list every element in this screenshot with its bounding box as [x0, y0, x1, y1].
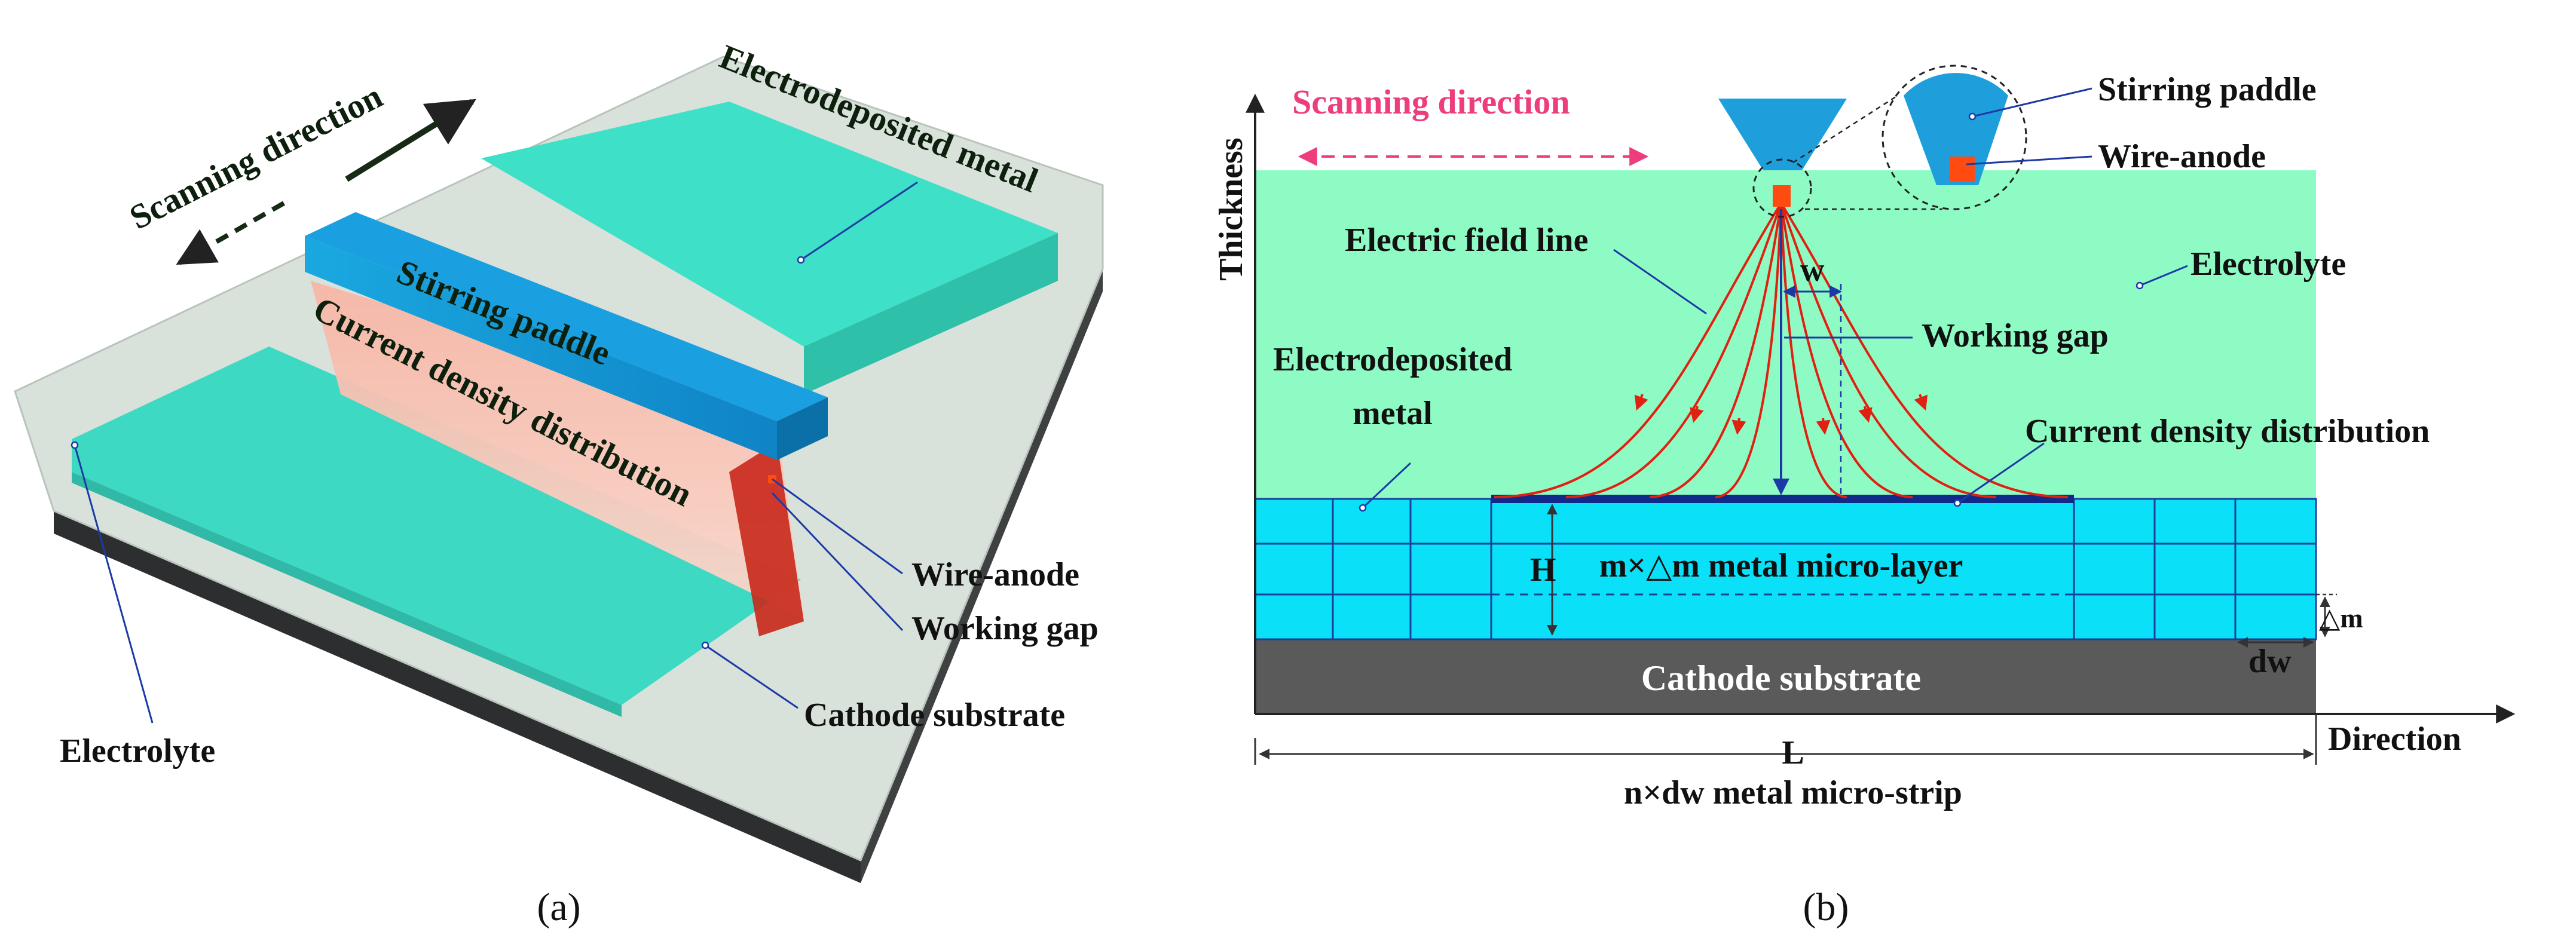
b-electrodeposited-label-line2: metal: [1353, 395, 1433, 432]
b-field-line-4: [1715, 203, 1782, 498]
a-paddle-top: [305, 212, 828, 421]
b-w-label: w: [1800, 252, 1825, 289]
b-working-gap-label: Working gap: [1922, 317, 2109, 354]
b-direction-axis-label: Direction: [2328, 721, 2461, 758]
b-micro-strip-label: n×dw metal micro-strip: [1624, 774, 1962, 811]
b-stirring-paddle-label: Stirring paddle: [2098, 71, 2317, 108]
b-caption: (b): [1803, 885, 1849, 929]
b-field-arrow-4: [1816, 418, 1831, 435]
b-H-label: H: [1530, 551, 1556, 589]
b-wire-anode: [1773, 185, 1791, 207]
a-scan-arrow-dashed: [176, 201, 285, 265]
b-field-arrow-6: [1914, 394, 1928, 411]
b-electrolyte-label: Electrolyte: [2190, 246, 2346, 283]
panel-a: Scanning direction Electrodeposited meta…: [14, 37, 1104, 929]
b-field-arrow-2: [1690, 406, 1704, 423]
a-leader-metal-dot: [797, 256, 805, 264]
b-leader-electrodeposited-dot: [1359, 504, 1367, 512]
b-scanning-direction-label: Scanning direction: [1292, 82, 1570, 121]
a-substrate-right: [861, 269, 1103, 883]
a-far-metal-slab-side: [804, 233, 1058, 394]
a-paddle-end: [777, 397, 828, 460]
b-current-density-label: Current density distribution: [2025, 413, 2430, 450]
b-magnifier-circle-large: [1881, 65, 2027, 210]
a-scanning-direction-label: Scanning direction: [123, 76, 388, 237]
a-leader-substrate: [705, 644, 799, 709]
b-magnifier-circle-small: [1752, 158, 1812, 218]
b-electric-field-line-label: Electric field line: [1345, 222, 1588, 259]
a-leader-working-gap: [771, 492, 904, 632]
b-leader-wire-anode: [1966, 155, 2092, 165]
a-cathode-substrate-label: Cathode substrate: [804, 697, 1065, 734]
b-field-line-6: [1780, 203, 1913, 498]
b-field-line-5: [1780, 203, 1847, 498]
b-L-label: L: [1782, 734, 1804, 771]
b-electrodeposited-label-line1: Electrodeposited: [1273, 341, 1512, 378]
b-metal-layer: [1255, 499, 2316, 639]
b-leader-field-line: [1613, 249, 1707, 315]
a-electrolyte-label: Electrolyte: [60, 732, 215, 770]
b-magnifier-link-1: [1792, 94, 1898, 164]
b-wire-anode-label: Wire-anode: [2098, 138, 2266, 175]
b-field-arrow-5: [1858, 406, 1873, 423]
b-field-line-1: [1494, 202, 1782, 498]
a-scan-arrow-solid: [345, 99, 476, 182]
b-leader-stirring-paddle-dot: [1968, 112, 1977, 121]
a-caption: (a): [537, 885, 580, 929]
a-current-density-peak: [729, 442, 804, 636]
a-working-gap-label: Working gap: [911, 610, 1099, 647]
a-substrate-front: [54, 511, 861, 883]
b-field-arrow-1: [1634, 394, 1648, 411]
a-current-density-region: [311, 281, 804, 618]
b-leader-current-density-dot: [1953, 499, 1962, 507]
b-stirring-paddle: [1718, 99, 1847, 170]
a-leader-substrate-dot: [701, 641, 709, 649]
b-delta-m-label: △m: [2319, 603, 2363, 633]
b-magnified-paddle: [1904, 73, 2008, 186]
a-near-metal-slab: [72, 347, 801, 705]
a-far-metal-slab: [481, 102, 1058, 347]
b-dw-label: dw: [2248, 643, 2292, 680]
b-leader-electrolyte-dot: [2136, 281, 2144, 290]
a-paddle-front: [305, 236, 777, 460]
b-micro-layer-label: m×△m metal micro-layer: [1599, 547, 1963, 584]
b-thickness-axis-label: Thickness: [1213, 137, 1250, 281]
b-magnified-anode: [1950, 157, 1975, 182]
a-leader-wire-anode: [772, 478, 903, 575]
a-near-metal-slab-front: [72, 472, 622, 717]
a-leader-electrolyte-dot: [71, 441, 79, 449]
b-electric-field-lines: [1494, 202, 2069, 498]
b-field-line-3: [1649, 203, 1782, 498]
panel-b: Scanning direction Stirring paddle Wire-…: [1213, 65, 2516, 929]
b-leader-electrodeposited: [1362, 462, 1412, 509]
b-cathode-substrate-label: Cathode substrate: [1641, 658, 1921, 698]
b-leader-current-density: [1957, 442, 2045, 504]
a-wire-anode-label: Wire-anode: [911, 556, 1079, 593]
b-leader-electrolyte: [2139, 265, 2188, 287]
b-leader-stirring-paddle: [1972, 87, 2092, 118]
b-cathode-substrate: [1255, 639, 2316, 714]
b-field-line-8: [1780, 202, 2069, 498]
b-field-arrow-3: [1731, 418, 1746, 435]
a-leader-electrolyte: [74, 445, 154, 724]
b-deposit-surface: [1491, 495, 2074, 503]
a-leader-metal: [800, 181, 918, 261]
